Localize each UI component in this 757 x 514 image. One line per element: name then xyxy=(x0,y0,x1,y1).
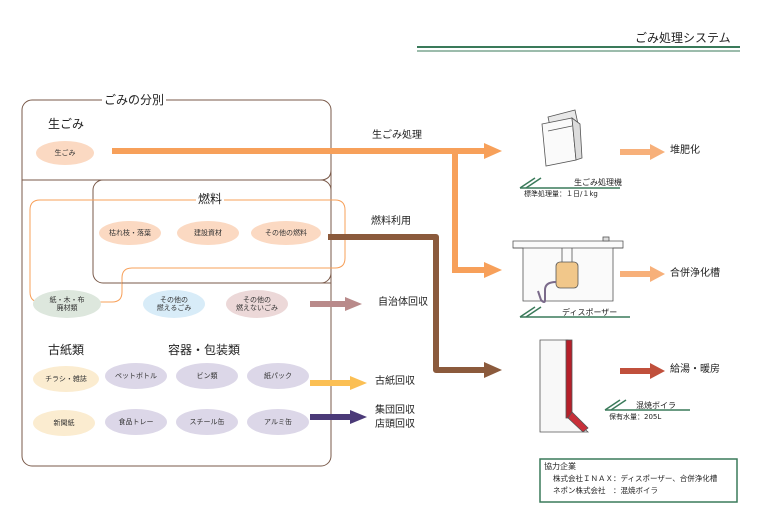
item-other-burnable: その他の燃えるごみ xyxy=(143,290,205,318)
category-fuel: 燃料 xyxy=(196,192,225,206)
item-glass-bottle: ビン類 xyxy=(176,363,238,389)
item-pet-bottle: ペットボトル xyxy=(105,363,167,389)
item-branches: 枯れ枝・落葉 xyxy=(99,221,161,245)
output-septic: 合併浄化槽 xyxy=(670,268,720,279)
disposer-name: ディスポーザー xyxy=(562,308,618,317)
header-rule xyxy=(417,46,740,52)
page-title: ごみ処理システム xyxy=(635,31,731,45)
flow-label-group: 集団回収 xyxy=(375,405,415,416)
disposer-label-rule xyxy=(519,306,630,318)
item-raw-garbage: 生ごみ xyxy=(36,141,94,165)
disposer-illustration xyxy=(512,236,624,303)
flow-label-old-paper: 古紙回収 xyxy=(375,376,415,387)
sort-panel-title: ごみの分別 xyxy=(102,93,167,107)
flow-fuel-line xyxy=(328,234,488,373)
flow-label-store: 店頭回収 xyxy=(375,419,415,430)
output-arrow-septic xyxy=(620,266,665,282)
output-arrow-compost xyxy=(620,144,665,160)
category-containers: 容器・包装類 xyxy=(168,343,241,357)
raw-garbage-box xyxy=(22,169,332,181)
output-hot-water: 給湯・暖房 xyxy=(670,364,720,375)
item-food-tray: 食品トレー xyxy=(105,409,167,435)
partners-box xyxy=(539,458,738,503)
boiler-label-rule xyxy=(604,399,690,411)
partners-line-1: 株式会社ＩＮＡＸ：ディスポーザー、合併浄化槽 xyxy=(553,474,718,483)
item-other-nonburnable: その他の燃えないごみ xyxy=(226,290,288,318)
item-other-fuel: その他の燃料 xyxy=(251,221,321,245)
item-newspaper: 新聞紙 xyxy=(33,410,95,436)
output-compost: 堆肥化 xyxy=(670,145,700,156)
category-raw-garbage: 生ごみ xyxy=(48,117,85,131)
item-building-material: 建設資材 xyxy=(177,221,239,245)
flow-group-arrowhead xyxy=(350,410,367,424)
flow-label-raw-garbage: 生ごみ処理 xyxy=(372,130,422,141)
flow-label-fuel: 燃料利用 xyxy=(371,216,411,227)
fuel-orange-outline xyxy=(29,199,346,303)
flow-fuel-arrowhead xyxy=(484,362,502,378)
item-steel-can: スチール缶 xyxy=(176,409,238,435)
garbage-processor-illustration xyxy=(541,109,583,167)
category-old-paper: 古紙類 xyxy=(48,343,85,357)
item-paper-wood-cloth: 紙・木・布廃材類 xyxy=(33,290,101,318)
processor-name: 生ごみ処理機 xyxy=(574,178,622,187)
partners-title: 協力企業 xyxy=(544,462,576,471)
processor-spec: 標準処理量：１日/１kg xyxy=(524,190,598,198)
item-paper-pack: 紙パック xyxy=(247,363,309,389)
item-aluminum-can: アルミ缶 xyxy=(247,409,309,435)
processor-label-rule xyxy=(519,177,620,189)
item-flyers: チラシ・雑誌 xyxy=(33,366,99,392)
boiler-illustration xyxy=(539,339,590,433)
flow-disposer-arrowhead xyxy=(484,262,502,278)
boiler-spec: 保有水量：205L xyxy=(609,413,662,421)
partners-line-2: ネポン株式会社 ：混焼ボイラ xyxy=(553,486,658,495)
flow-old-paper-arrowhead xyxy=(350,376,367,390)
flow-raw-garbage-arrowhead xyxy=(484,143,502,159)
flow-municipal-arrowhead xyxy=(345,297,362,311)
output-arrow-hot-water xyxy=(620,363,665,379)
boiler-name: 混焼ボイラ xyxy=(636,401,676,410)
flow-label-municipal: 自治体回収 xyxy=(378,297,428,308)
